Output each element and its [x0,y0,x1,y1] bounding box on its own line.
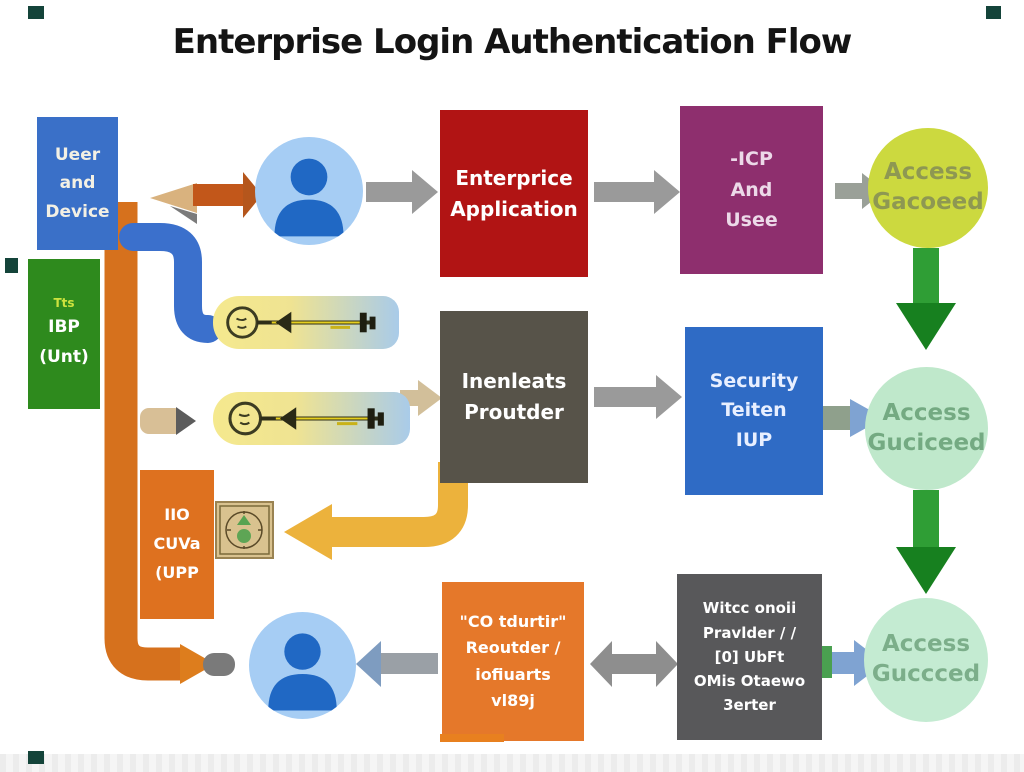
node-io-cuva-upp: IIO CUVa (UPP [140,470,214,619]
green-arrowhead-bottom [896,547,956,594]
corner-mark [5,258,18,273]
arrow-user-avatar-head [243,172,262,218]
node-user-and-device: Ueer and Device [37,117,118,250]
arrow-provider-to-token [594,375,682,419]
node-label: And [730,178,773,201]
node-idp-unit: Tts IBP (Unt) [28,259,100,409]
orange-sliver [440,734,504,742]
node-security-token-idp: Security Teiten IUP [685,327,823,495]
node-label: IUP [735,428,773,451]
node-label: and [59,173,96,194]
arrow-app-to-icp [594,170,680,214]
node-label: (Unt) [39,347,89,368]
node-label: Device [45,201,110,222]
corner-mark [28,751,44,764]
node-label: Guciceed [867,429,986,456]
amber-return-arrow-head [284,504,332,560]
node-label: Application [450,196,578,221]
pencil-icon [140,407,196,435]
arrow-key-to-provider [400,380,442,416]
orange-pipe-arrowhead [180,644,215,684]
node-icp-and-uses: -ICP And Usee [680,106,823,274]
node-label: Reoutder / [465,638,561,658]
node-label: Access [882,399,971,426]
node-label: (UPP [155,562,199,582]
person-icon-glyph [268,633,337,711]
node-access-granted-top: Access Gacoeed [868,128,988,248]
gray-stub-connector [203,653,235,676]
key-icon-glyph [226,306,376,339]
amber-return-arrow-shaft [330,462,468,547]
node-label: IIO [164,505,190,525]
node-label: Proutder [464,400,564,424]
corner-mark [28,6,44,19]
double-arrow-right-head [656,641,678,687]
pencil-tip [176,407,196,435]
node-label: -ICP [730,148,773,171]
key-icon-glyph [228,401,384,436]
green-connector-bottom [913,490,939,550]
person-icon [255,137,363,245]
green-sliver-connector [822,646,832,678]
corner-mark [986,6,1001,19]
node-label: Pravlder / / [702,623,797,642]
node-label: Inenleats [461,369,567,393]
node-access-granted-bottom: Access Guccced [864,598,988,722]
arrow-avatar-to-app [366,170,438,214]
page-title: Enterprise Login Authentication Flow [172,22,853,62]
arrow-tail-tan [150,183,197,213]
node-identity-provider: Inenleats Proutder [440,311,588,483]
green-connector-top [913,248,939,306]
node-label: Guccced [871,661,981,687]
node-label: vl89j [491,690,535,710]
node-label: 3erter [723,696,776,715]
seal-stamp-icon [215,501,274,559]
node-label: Enterprice [455,165,573,190]
arrow-co-to-avatar-head [356,641,381,687]
key-icon [213,296,399,349]
node-label: OMis Otaewo [693,672,806,691]
person-icon-glyph [274,158,344,237]
arrow-tail-gray [170,206,197,224]
node-label: CUVa [153,534,201,554]
node-co-reoutder: "CO tdurtir" Reoutder / iofiuarts vl89j [442,582,584,741]
blue-pipe [119,223,222,343]
node-label: Access [881,631,971,658]
node-label: [0] UbFt [714,647,785,666]
node-label: Teiten [721,399,787,422]
node-label: Access [883,159,973,186]
node-access-granted-mid: Access Guciceed [865,367,988,490]
arrow-witcc-to-access [832,640,884,686]
node-label: Witcc onoii [702,599,797,618]
arrow-user-avatar-shaft [193,184,245,206]
orange-pipe [104,202,180,681]
node-label: iofiuarts [475,664,551,684]
double-arrow-left-head [590,641,612,687]
node-label: "CO tdurtir" [459,611,567,631]
node-enterprise-application: Enterprice Application [440,110,588,277]
arrow-co-to-avatar-shaft [380,653,438,674]
sage-stub-connector [818,406,850,430]
node-label: Ueer [54,145,101,166]
node-label: Usee [725,209,778,232]
bottom-noise-strip [0,754,1024,772]
person-icon [249,612,356,719]
seal-stamp-glyph [219,505,270,555]
node-label: Security [709,369,799,392]
key-icon [213,392,410,445]
double-arrow-shaft [610,654,658,674]
node-label: Gacoeed [872,189,984,215]
pencil-body [140,408,178,434]
node-label: IBP [48,316,80,337]
node-witcc-provider: Witcc onoii Pravlder / / [0] UbFt OMis O… [677,574,822,740]
green-arrowhead-top [896,303,956,350]
node-label: Tts [53,296,75,310]
